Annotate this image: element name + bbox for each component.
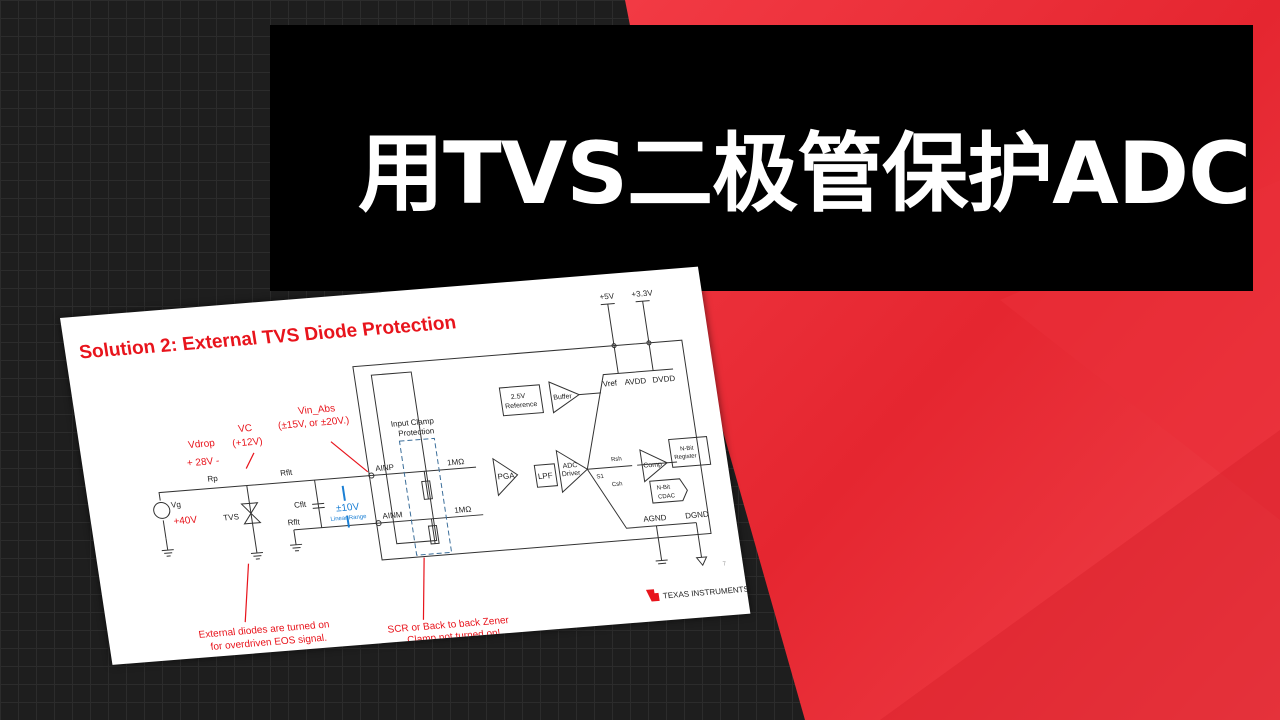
label-1m-bottom: 1MΩ bbox=[454, 505, 472, 515]
label-nbit-cdac-1: N-Bit bbox=[656, 485, 671, 492]
label-protection: Protection bbox=[398, 426, 435, 438]
label-vin-abs-value: (±15V, or ±20V.) bbox=[277, 415, 350, 432]
label-nbit-cdac-2: CDAC bbox=[658, 493, 676, 500]
label-linear-value: ±10V bbox=[335, 502, 360, 515]
label-dgnd: DGND bbox=[685, 510, 710, 521]
label-nbit-reg-2: Register bbox=[674, 453, 697, 461]
label-5v: +5V bbox=[599, 291, 615, 301]
ti-logo-icon bbox=[645, 589, 660, 602]
label-vg-value: +40V bbox=[173, 515, 199, 528]
label-reference-2: Reference bbox=[505, 401, 538, 411]
label-vc-value: (+12V) bbox=[232, 436, 264, 449]
label-lpf: LPF bbox=[537, 471, 553, 481]
label-agnd: AGND bbox=[643, 513, 668, 524]
label-vdrop: Vdrop bbox=[187, 438, 216, 451]
label-vc: VC bbox=[237, 423, 252, 435]
label-comp: Comp bbox=[643, 461, 663, 469]
label-reference-1: 2.5V bbox=[510, 393, 526, 401]
label-rflt-bottom: Rflt bbox=[287, 517, 301, 527]
video-title: 用TVS二极管保护ADC bbox=[358, 124, 1251, 224]
label-dvdd: DVDD bbox=[652, 374, 676, 385]
label-avdd: AVDD bbox=[624, 376, 647, 387]
label-1m-top: 1MΩ bbox=[446, 457, 464, 467]
label-buffer: Buffer bbox=[553, 393, 573, 401]
label-ainp: AINP bbox=[375, 463, 395, 473]
label-ainm: AINM bbox=[382, 510, 404, 521]
label-s1: S1 bbox=[596, 474, 605, 481]
label-pga: PGA bbox=[497, 471, 516, 481]
label-vdrop-value: + 28V - bbox=[186, 456, 220, 469]
label-input-clamp: Input Clamp bbox=[390, 416, 435, 428]
label-nbit-reg-1: N-Bit bbox=[680, 446, 695, 453]
label-rsh: Rsh bbox=[611, 456, 623, 463]
slide-heading: Solution 2: External TVS Diode Protectio… bbox=[78, 312, 458, 363]
label-tvs: TVS bbox=[223, 512, 240, 522]
slide: Solution 2: External TVS Diode Protectio… bbox=[60, 266, 751, 665]
circuit-diagram: Solution 2: External TVS Diode Protectio… bbox=[78, 288, 750, 653]
label-cflt: Cflt bbox=[293, 500, 307, 510]
label-adc-driver-2: Driver bbox=[561, 470, 581, 478]
label-adc-driver-1: ADC bbox=[562, 462, 578, 470]
label-vg: Vg bbox=[170, 500, 181, 510]
label-3v3: +3.3V bbox=[631, 288, 654, 299]
label-csh: Csh bbox=[611, 481, 623, 488]
label-rflt-top: Rflt bbox=[280, 468, 294, 478]
label-rp: Rp bbox=[207, 474, 219, 484]
label-linear-range: Linear Range bbox=[330, 514, 367, 523]
ti-logo-text: Texas Instruments bbox=[662, 585, 749, 601]
label-vref: Vref bbox=[602, 379, 618, 389]
page-number: 7 bbox=[722, 561, 727, 567]
title-banner: 用TVS二极管保护ADC bbox=[270, 25, 1253, 291]
label-vin-abs: Vin_Abs bbox=[297, 403, 336, 417]
